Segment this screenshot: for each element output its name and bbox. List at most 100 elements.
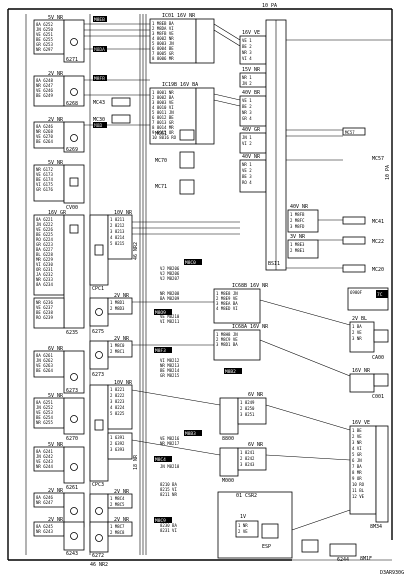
svg-text:JN 6242: JN 6242 xyxy=(36,454,53,459)
svg-text:2 8242: 2 8242 xyxy=(240,456,255,461)
svg-text:3 6393: 3 6393 xyxy=(110,447,125,452)
svg-text:2 M8D3: 2 M8D3 xyxy=(110,306,125,311)
svg-text:CPC3: CPC3 xyxy=(92,482,104,488)
label-mc43: MC43 xyxy=(93,100,105,106)
svg-text:12 VE: 12 VE xyxy=(352,494,365,499)
svg-text:6 8004 BE: 6 8004 BE xyxy=(152,46,174,51)
svg-text:JN 6250: JN 6250 xyxy=(36,27,53,32)
red-tags-mid: M8C0 M8O9 M8F3 M8B2 M8B3 M8C4 M8C9 xyxy=(154,259,242,524)
svg-text:8A 6251: 8A 6251 xyxy=(36,400,53,405)
svg-text:NR 1: NR 1 xyxy=(242,162,252,167)
svg-text:10V NR: 10V NR xyxy=(114,380,133,386)
block-cv00: 5V NR NR 6172 VE 6173 BE 6174 VI 6175 GR… xyxy=(33,160,85,211)
svg-text:MC57: MC57 xyxy=(345,130,355,135)
svg-text:1 8211: 1 8211 xyxy=(110,217,125,222)
svg-text:2V NR: 2V NR xyxy=(48,71,64,77)
svg-text:4 M8ED VI: 4 M8ED VI xyxy=(216,306,238,311)
svg-text:BE 6254: BE 6254 xyxy=(36,415,53,420)
ic01-connector: IC01 16V NR 1 M8EB BA 2 M8DA VI 3 M8FB V… xyxy=(149,13,215,64)
block-6268: 2V NR 8A 6248 NR 6247 VE 6246 BE 6249 62… xyxy=(33,71,85,107)
svg-text:3 M8FB VE: 3 M8FB VE xyxy=(152,31,174,36)
svg-text:RO 6224: RO 6224 xyxy=(36,237,53,242)
svg-text:16V GR: 16V GR xyxy=(48,210,67,216)
svg-text:VE 6237: VE 6237 xyxy=(36,305,53,310)
bottom-right-group: 6244 8M1F xyxy=(292,539,392,563)
svg-text:VI 6175: VI 6175 xyxy=(36,182,53,187)
bsi1-unit: BSI1 xyxy=(265,19,287,271)
svg-text:IC01 16V NR: IC01 16V NR xyxy=(162,13,196,19)
svg-text:VJ M8206: VJ M8206 xyxy=(160,266,180,271)
svg-text:8215 VI: 8215 VI xyxy=(160,487,177,492)
svg-text:JA 6232: JA 6232 xyxy=(36,272,53,277)
svg-text:M000: M000 xyxy=(222,478,234,484)
svg-text:GR M8215: GR M8215 xyxy=(160,373,180,378)
svg-text:VE 6263: VE 6263 xyxy=(36,363,53,368)
svg-text:VI M8211: VI M8211 xyxy=(160,319,180,324)
svg-text:1 M8D1: 1 M8D1 xyxy=(110,300,125,305)
svg-text:2 M8DA VI: 2 M8DA VI xyxy=(152,26,174,31)
svg-text:8211 NR: 8211 NR xyxy=(160,492,177,497)
svg-text:BE 2: BE 2 xyxy=(242,104,252,109)
svg-text:2 M8C1: 2 M8C1 xyxy=(110,349,125,354)
svg-text:GR 6176: GR 6176 xyxy=(36,187,53,192)
svg-text:CA00: CA00 xyxy=(372,355,384,361)
svg-text:OR 6231: OR 6231 xyxy=(36,267,53,272)
svg-text:16V NR: 16V NR xyxy=(352,368,371,374)
svg-text:5V NR: 5V NR xyxy=(48,393,64,399)
esp-block: 7C 6980F xyxy=(347,287,389,311)
svg-text:8M34: 8M34 xyxy=(370,524,382,530)
svg-text:6V NR: 6V NR xyxy=(48,346,64,352)
svg-text:1 NR: 1 NR xyxy=(238,523,248,528)
svg-text:VE 1: VE 1 xyxy=(242,38,252,43)
svg-text:VI 2: VI 2 xyxy=(242,141,252,146)
svg-text:MR 6229: MR 6229 xyxy=(36,257,53,262)
svg-text:VE 6270: VE 6270 xyxy=(36,134,53,139)
svg-text:3 M8EA BA: 3 M8EA BA xyxy=(216,301,238,306)
red-tags-left: M8EB M8DA M8FB M8B xyxy=(93,16,107,129)
svg-text:8A 6241: 8A 6241 xyxy=(36,449,53,454)
svg-text:7 8013 GR: 7 8013 GR xyxy=(152,120,174,125)
svg-text:2 M8FC: 2 M8FC xyxy=(290,218,305,223)
svg-text:VE 6253: VE 6253 xyxy=(36,410,53,415)
mc61-block: MC61 xyxy=(155,129,195,141)
block-6261: 5V NR 8A 6241 JN 6242 VE 6243 NR 6244 62… xyxy=(33,442,85,491)
svg-text:2 M8C9 VE: 2 M8C9 VE xyxy=(216,337,238,342)
svg-text:11 BL: 11 BL xyxy=(352,488,365,493)
block-6269: 2V NR 8A 6246 NR 6268 VE 6270 BE 6264 62… xyxy=(33,117,85,153)
svg-text:3 8251: 3 8251 xyxy=(240,412,255,417)
svg-text:3 8223: 3 8223 xyxy=(110,399,125,404)
svg-text:8A 6248: 8A 6248 xyxy=(36,78,53,83)
svg-text:2 8250: 2 8250 xyxy=(240,406,255,411)
svg-text:2V NR: 2V NR xyxy=(114,336,130,342)
svg-text:MC20: MC20 xyxy=(372,267,384,273)
svg-text:BE 6225: BE 6225 xyxy=(36,232,53,237)
block-6244: 6V NR 1 8241 2 8242 3 8243 M000 xyxy=(219,442,267,484)
svg-text:10V NR: 10V NR xyxy=(114,210,133,216)
svg-text:6272: 6272 xyxy=(92,553,104,559)
svg-text:8210 BA: 8210 BA xyxy=(160,482,177,487)
svg-text:1V: 1V xyxy=(240,514,246,520)
mc57-block: MC57 xyxy=(342,127,366,136)
svg-text:6V NR: 6V NR xyxy=(248,392,264,398)
svg-text:NR 3: NR 3 xyxy=(242,110,252,115)
block-6273: 6V NR 8A 6261 JN 6262 VE 6263 BE 6264 62… xyxy=(33,346,85,394)
svg-text:40V NR: 40V NR xyxy=(290,204,309,210)
svg-text:BE 6255: BE 6255 xyxy=(36,37,53,42)
svg-text:8A 6246: 8A 6246 xyxy=(36,495,53,500)
svg-text:NR 6247: NR 6247 xyxy=(36,500,53,505)
svg-text:CV00: CV00 xyxy=(66,205,78,211)
svg-text:4 8214: 4 8214 xyxy=(110,235,125,240)
svg-text:2V NR: 2V NR xyxy=(48,488,64,494)
svg-text:CPC1: CPC1 xyxy=(92,286,104,292)
svg-text:VE M8216: VE M8216 xyxy=(160,436,180,441)
svg-text:7C: 7C xyxy=(377,292,383,298)
svg-text:1 8001 NR: 1 8001 NR xyxy=(152,90,174,95)
svg-text:M8B3: M8B3 xyxy=(185,431,196,437)
svg-text:GR 6253: GR 6253 xyxy=(36,42,53,47)
svg-text:4 8224: 4 8224 xyxy=(110,405,125,410)
svg-text:5 8003 JN: 5 8003 JN xyxy=(152,41,174,46)
svg-text:3 8243: 3 8243 xyxy=(240,462,255,467)
svg-text:M8F3: M8F3 xyxy=(155,348,166,354)
